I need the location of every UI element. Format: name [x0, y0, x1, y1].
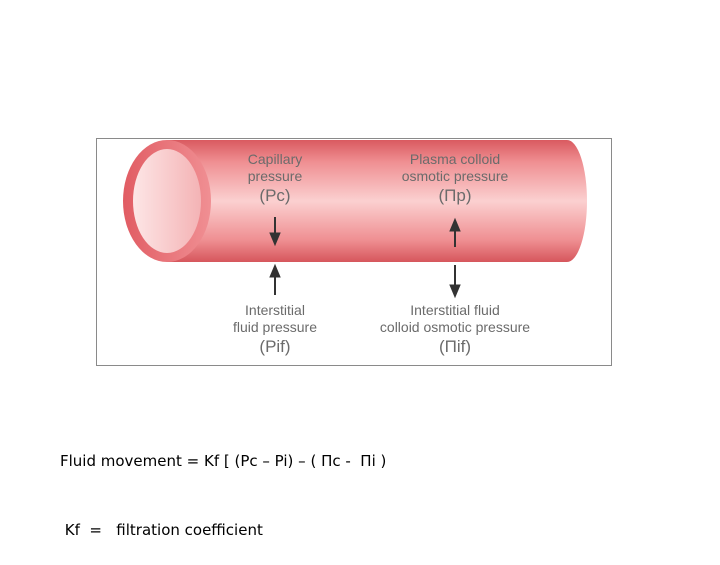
vessel-lumen [133, 149, 201, 253]
label-line: osmotic pressure [401, 168, 509, 184]
label-symbol: (Πif) [438, 337, 472, 356]
arrow-capillary-pressure [269, 217, 281, 247]
label-symbol: (Πp) [438, 186, 472, 205]
label-line: Interstitial fluid [410, 302, 500, 318]
formula-line-kf-definition: Kf = filtration coefficient [60, 521, 263, 539]
capillary-vessel-illustration [123, 140, 587, 299]
label-line: Plasma colloid [409, 151, 501, 167]
label-symbol: (Pc) [259, 186, 291, 205]
capillary-diagram: Capillary pressure (Pc) Plasma colloid o… [96, 138, 612, 366]
label-line: pressure [247, 168, 303, 184]
vessel-body [167, 140, 587, 262]
label-interstitial-colloid-pressure: Interstitial fluid colloid osmotic press… [355, 302, 555, 358]
arrow-interstitial-colloid [449, 265, 461, 299]
label-line: fluid pressure [232, 319, 318, 335]
label-line: Interstitial [245, 302, 305, 318]
label-plasma-colloid-pressure: Plasma colloid osmotic pressure (Πp) [375, 151, 535, 207]
arrow-interstitial-fluid-pressure [269, 263, 281, 295]
label-line: Capillary [247, 151, 303, 167]
label-capillary-pressure: Capillary pressure (Pc) [215, 151, 335, 207]
label-symbol: (Pif) [259, 337, 291, 356]
arrow-plasma-colloid [449, 217, 461, 247]
label-interstitial-fluid-pressure: Interstitial fluid pressure (Pif) [205, 302, 345, 358]
formula-line-fluid-movement: Fluid movement = Kf [ (Pc – Pi) – ( Πc -… [60, 452, 387, 470]
label-line: colloid osmotic pressure [379, 319, 531, 335]
filtration-formula: Fluid movement = Kf [ (Pc – Pi) – ( Πc -… [60, 404, 386, 565]
